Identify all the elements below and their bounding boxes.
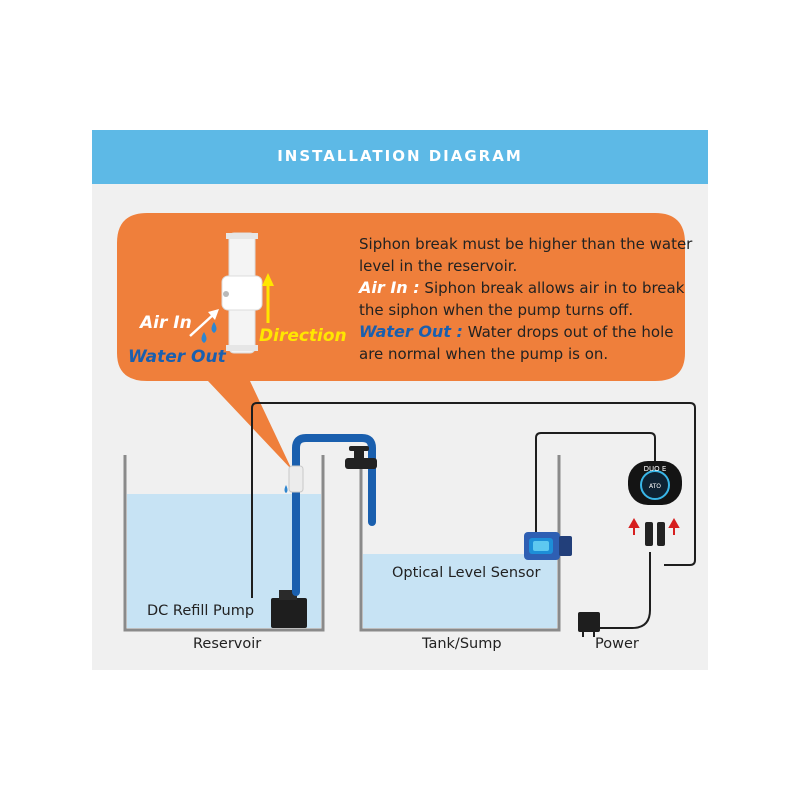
reservoir-tank <box>123 455 325 632</box>
water-drop-icon <box>211 322 217 333</box>
pump-icon <box>271 590 307 628</box>
arrow-up-left <box>628 517 640 535</box>
siphon-break-fitting <box>288 465 304 493</box>
sensor-cable <box>535 432 656 538</box>
air-in-description: Siphon break allows air in to break the … <box>359 279 685 319</box>
tank-label: Tank/Sump <box>422 636 502 652</box>
sensor-icon <box>524 532 572 560</box>
air-in-keyword: Air In : <box>359 278 420 297</box>
controller-icon <box>628 461 682 505</box>
callout-air-in: Air In : Siphon break allows air in to b… <box>359 277 699 321</box>
pump-label: DC Refill Pump <box>147 603 255 619</box>
power-cable <box>598 552 651 629</box>
page-title: INSTALLATION DIAGRAM <box>277 147 523 165</box>
callout-text: Siphon break must be higher than the wat… <box>359 233 699 365</box>
pump-cable <box>251 402 696 598</box>
connector-left <box>645 522 653 546</box>
arrow-up-right <box>668 517 680 535</box>
connector-right <box>657 522 665 546</box>
siphon-break-icon <box>221 232 263 354</box>
siphon-air-in-label: Air In <box>140 313 192 333</box>
water-out-keyword: Water Out : <box>359 322 463 341</box>
callout-line1: Siphon break must be higher than the wat… <box>359 235 693 275</box>
water-out-description: Water drops out of the hole are normal w… <box>359 323 674 363</box>
water-tube <box>292 434 376 596</box>
siphon-water-out-label: Water Out <box>128 347 226 367</box>
sensor-label: Optical Level Sensor <box>392 565 541 581</box>
reservoir-label: Reservoir <box>193 636 262 652</box>
power-adapter-icon <box>578 612 600 637</box>
callout-water-out: Water Out : Water drops out of the hole … <box>359 321 699 365</box>
header-bar: INSTALLATION DIAGRAM <box>92 130 708 184</box>
tank-water <box>363 554 557 628</box>
valve-icon <box>345 446 377 469</box>
controller-badge: ATO <box>649 483 661 490</box>
power-label: Power <box>595 636 639 652</box>
siphon-direction-label: Direction <box>259 326 347 346</box>
air-in-arrow <box>189 313 215 337</box>
controller-brand: DUO E <box>644 465 667 473</box>
